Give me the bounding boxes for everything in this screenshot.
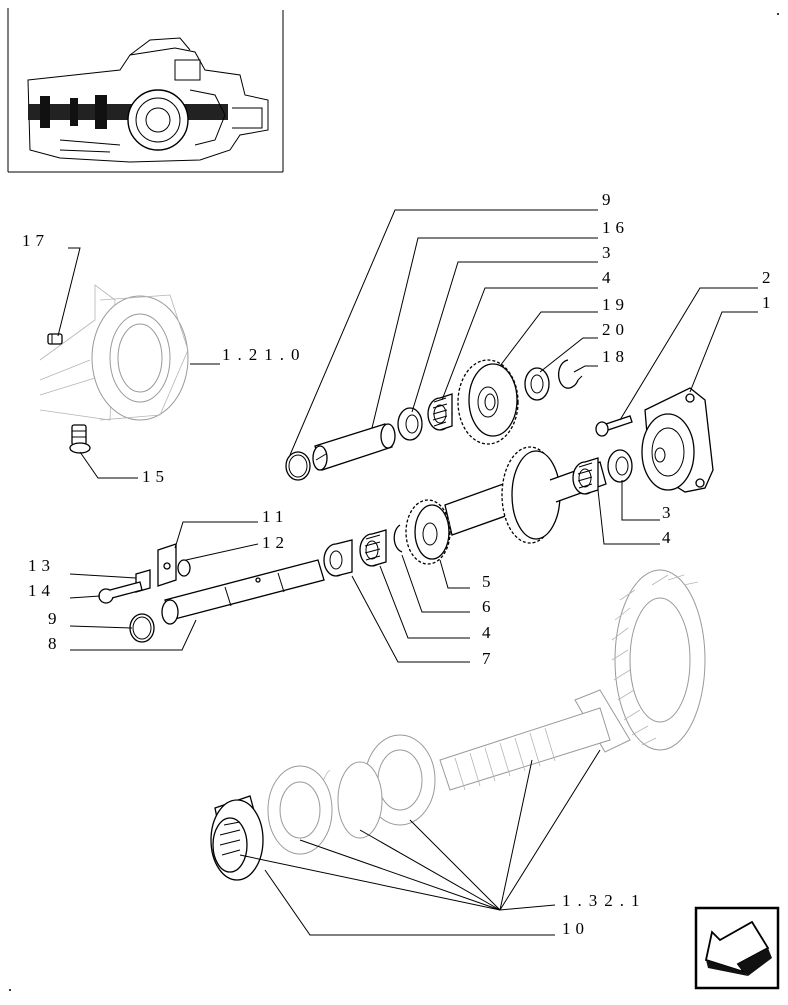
callout-7: 7	[482, 649, 496, 668]
flange-cover-1[interactable]	[641, 387, 714, 493]
needle-bearing-4-right[interactable]	[572, 457, 599, 495]
callout-14: 14	[28, 581, 55, 600]
callout-3-upper: 3	[602, 243, 616, 262]
housing-ghost	[39, 284, 189, 421]
bolt-14[interactable]	[98, 581, 143, 604]
shaft-16[interactable]	[312, 423, 396, 471]
coupling-sleeve-10[interactable]	[210, 795, 264, 881]
callout-4-right: 4	[662, 528, 676, 547]
previous-page-arrow-icon[interactable]	[694, 906, 780, 990]
callout-8: 8	[48, 634, 62, 653]
snap-ring-6[interactable]	[393, 524, 403, 553]
bolt-17[interactable]	[47, 333, 63, 345]
callout-4-upper: 4	[602, 268, 616, 287]
callout-3-right: 3	[662, 503, 676, 522]
washer-12[interactable]	[177, 559, 191, 577]
callout-17: 17	[22, 231, 49, 250]
gear-shaft-5[interactable]	[444, 446, 607, 544]
callout-labels: 9 16 3 4 19 20 18 2 1 17 1.21.0 15 11 12…	[22, 190, 776, 938]
callout-12: 12	[262, 533, 289, 552]
reference-1-21-0: 1.21.0	[222, 345, 307, 364]
callout-20: 20	[602, 320, 629, 339]
reference-1-32-1: 1.32.1	[562, 891, 647, 910]
bevel-pinion-assembly-ghost	[267, 569, 706, 855]
callout-13: 13	[28, 556, 55, 575]
callout-11: 11	[262, 507, 288, 526]
o-ring-9-upper[interactable]	[285, 451, 311, 481]
leader-lines	[57, 209, 758, 936]
callout-15: 15	[142, 467, 169, 486]
gear-19[interactable]	[457, 359, 519, 445]
callout-19: 19	[602, 295, 629, 314]
o-ring-9-lower[interactable]	[129, 613, 155, 643]
callout-1: 1	[762, 293, 776, 312]
washer-3-upper[interactable]	[397, 407, 423, 441]
gear-6[interactable]	[405, 499, 451, 565]
washer-3-right[interactable]	[607, 449, 633, 483]
shaft-8[interactable]	[161, 559, 325, 625]
washer-20[interactable]	[524, 367, 550, 401]
callout-10: 10	[562, 919, 589, 938]
callout-6: 6	[482, 597, 496, 616]
callout-9-lower: 9	[48, 609, 62, 628]
callout-4-lower: 4	[482, 623, 496, 642]
spacer-7[interactable]	[323, 539, 353, 577]
bolt-2[interactable]	[595, 415, 633, 437]
callout-9-upper: 9	[602, 190, 616, 209]
plate-11[interactable]	[157, 543, 177, 587]
callout-16: 16	[602, 218, 629, 237]
needle-bearing-4-lower[interactable]	[359, 529, 387, 567]
callout-2: 2	[762, 268, 776, 287]
bolt-15[interactable]	[69, 424, 91, 454]
callout-5: 5	[482, 572, 496, 591]
needle-bearing-4-upper[interactable]	[427, 393, 453, 431]
circlip-18[interactable]	[557, 359, 583, 389]
callout-18: 18	[602, 347, 629, 366]
gearbox-overview-thumbnail[interactable]	[7, 8, 284, 173]
